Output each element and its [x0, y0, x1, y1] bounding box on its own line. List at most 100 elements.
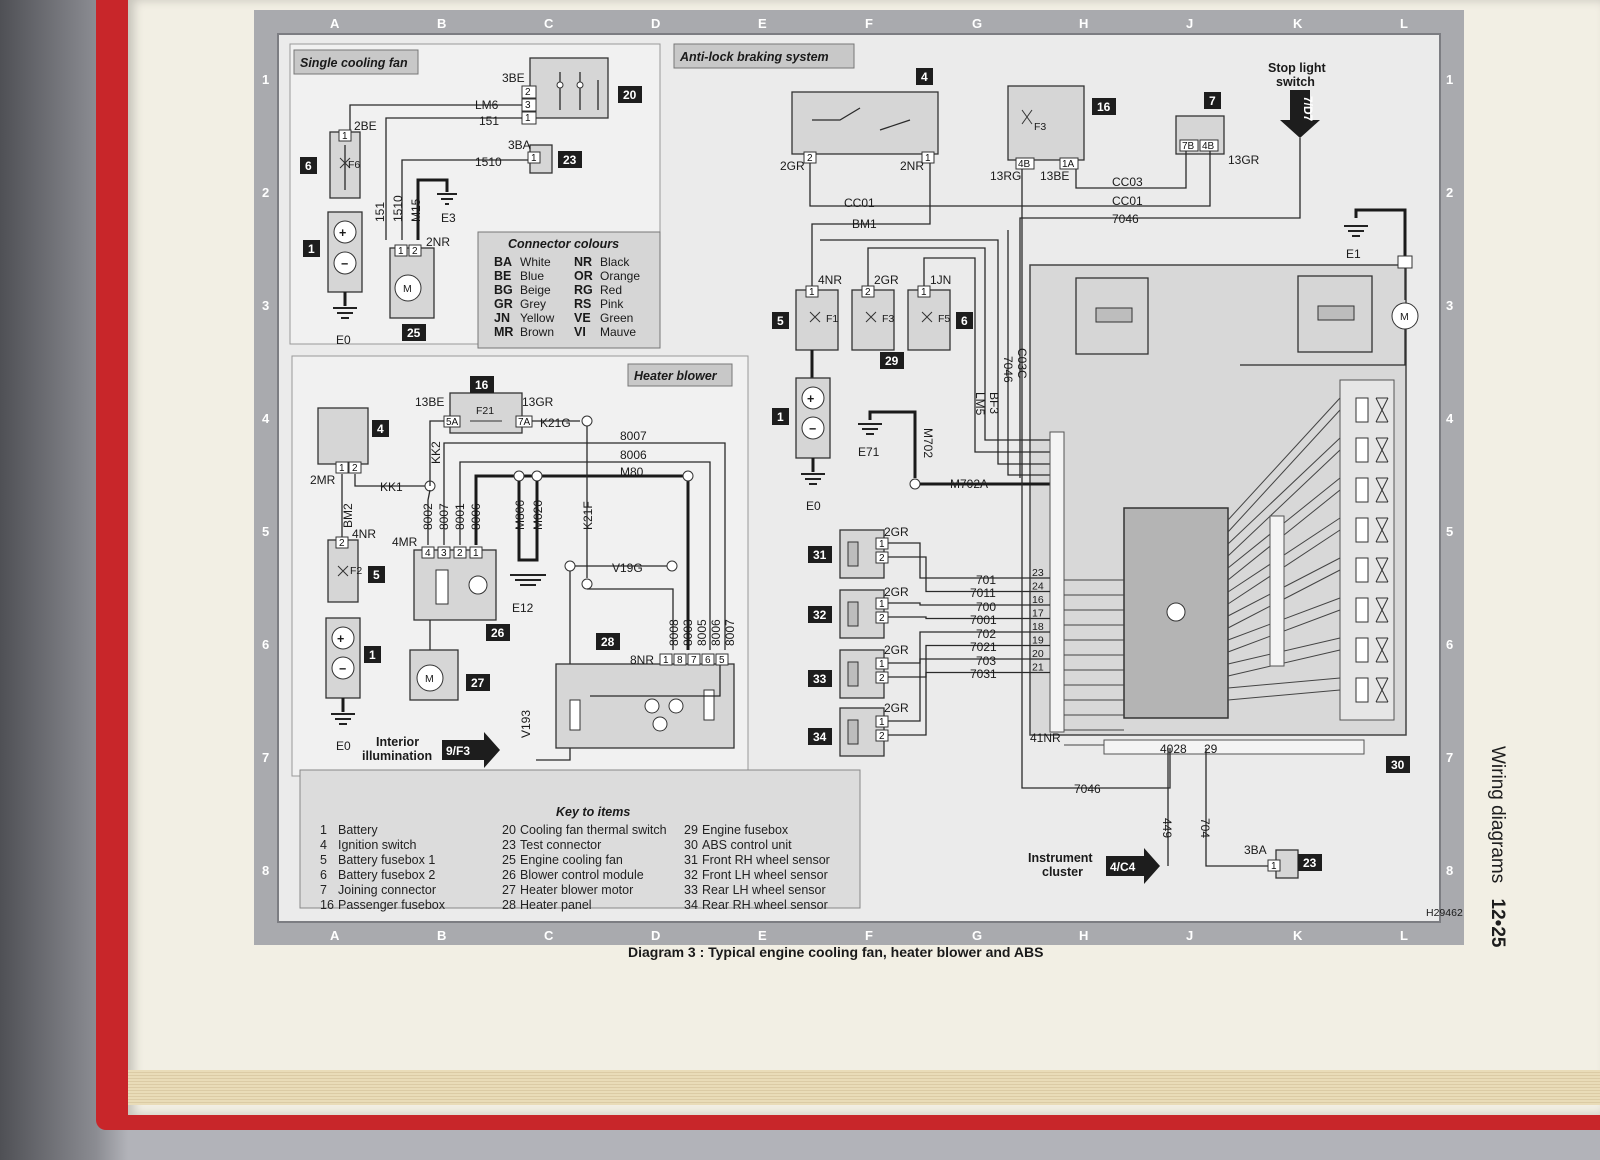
connector-label: 13BE — [415, 395, 444, 409]
key-number: 7 — [320, 883, 327, 897]
wire-7046 — [820, 239, 1050, 465]
key-name: Ignition switch — [338, 838, 417, 852]
internal-wire — [1227, 449, 1341, 557]
key-name: Joining connector — [338, 883, 436, 897]
wire-bm1 — [811, 163, 931, 290]
connector-label: 2GR — [780, 159, 805, 173]
valve-symbol — [1375, 557, 1389, 583]
svg-text:1: 1 — [925, 153, 931, 164]
wire-c03c — [1007, 230, 1050, 476]
svg-text:2GR: 2GR — [884, 643, 909, 657]
svg-text:8003: 8003 — [681, 619, 695, 646]
connector-label: 41NR — [1030, 731, 1061, 745]
svg-text:1: 1 — [809, 287, 815, 298]
grid-col-label: A — [330, 16, 340, 31]
stop-light-switch-ref: Stop light switch 7/D7 — [1268, 61, 1326, 138]
colour-name: Yellow — [520, 311, 555, 325]
wire-label-cc01: CC01 — [844, 196, 875, 210]
sensor-pin-number: 1 — [879, 659, 885, 670]
badge-1: 1 — [303, 240, 320, 257]
connector-label: 29 — [1204, 742, 1218, 756]
abs-valve-column — [1339, 379, 1395, 721]
section-title-heater: Heater blower — [627, 363, 733, 387]
earth-label-e1: E1 — [1346, 247, 1361, 261]
colour-code: NR — [574, 255, 592, 269]
svg-text:7031: 7031 — [970, 667, 997, 681]
sensor-wire — [888, 542, 1050, 579]
abs-ecu-module — [1123, 507, 1229, 719]
section-name: Wiring diagrams — [1487, 746, 1508, 884]
svg-text:6: 6 — [961, 314, 968, 328]
svg-text:7: 7 — [1209, 94, 1216, 108]
fuse-f6: 1 — [329, 129, 361, 199]
colour-code: JN — [494, 311, 510, 325]
svg-text:−: − — [809, 422, 816, 436]
internal-wire — [1227, 409, 1341, 533]
wire-7046-bottom — [1021, 478, 1171, 789]
wire-cc01 — [809, 151, 1211, 207]
earth-label-e0: E0 — [806, 499, 821, 513]
grid-col-label: D — [651, 928, 660, 943]
wire-label-449: 449 — [1160, 818, 1174, 838]
fuse-label: F6 — [348, 159, 360, 171]
valve-coil — [1355, 637, 1369, 663]
abs-pin-number: 16 — [1032, 594, 1044, 606]
fuse-label: F5 — [938, 313, 950, 325]
abs-earth-e1 — [1344, 208, 1413, 269]
badge-4-abs: 4 — [916, 68, 933, 85]
wire-label-kk1: KK1 — [380, 480, 403, 494]
abs-valves — [1355, 397, 1389, 703]
sensor-wire — [888, 644, 1050, 678]
sensor-coil — [847, 719, 859, 745]
colour-code: OR — [574, 269, 593, 283]
ignition-switch-4-left: 1 2 — [317, 407, 369, 474]
sensor-pin-number: 2 — [879, 553, 885, 564]
colour-name: Beige — [520, 283, 551, 297]
wire-151 — [385, 117, 522, 240]
key-name: Cooling fan thermal switch — [520, 823, 667, 837]
svg-text:20: 20 — [623, 88, 637, 102]
sensor-wire — [888, 671, 1050, 736]
sensor-connector-labels: 2GR 2GR 2GR 2GR — [884, 525, 909, 715]
badge-34: 34 — [808, 728, 832, 745]
badge-20: 20 — [618, 86, 642, 103]
grid-row-label: 2 — [1446, 185, 1453, 200]
grid-row-label: 1 — [262, 72, 269, 87]
svg-text:illumination: illumination — [362, 749, 432, 763]
key-name: ABS control unit — [702, 838, 792, 852]
valve-coil — [1355, 437, 1369, 463]
key-title: Key to items — [556, 805, 630, 819]
key-number: 5 — [320, 853, 327, 867]
svg-text:1: 1 — [525, 113, 531, 124]
wire-label-v193: V193 — [519, 710, 533, 738]
grid-row-label: 6 — [262, 637, 269, 652]
abs-pin-number: 18 — [1032, 621, 1044, 633]
svg-text:Interior: Interior — [376, 735, 419, 749]
grid-row-label: 5 — [262, 524, 269, 539]
wire-label-lm6: LM6 — [475, 98, 499, 112]
svg-text:1: 1 — [1271, 861, 1277, 872]
valve-coil — [1355, 677, 1369, 703]
svg-text:7A: 7A — [518, 417, 531, 428]
heater-blower-motor-27: M — [409, 620, 459, 701]
abs-solenoid-valve-right — [1297, 275, 1373, 353]
svg-text:M: M — [425, 673, 434, 685]
heater-panel-28: 1 8 7 6 5 — [555, 653, 735, 749]
wire-m80 — [474, 474, 690, 650]
sensor-pin-number: 2 — [879, 613, 885, 624]
connector-label: 4MR — [392, 535, 418, 549]
badge-31: 31 — [808, 546, 832, 563]
badge-23-abs: 23 — [1298, 854, 1322, 871]
grid-row-label: 7 — [1446, 750, 1453, 765]
wire-label-cc01: CC01 — [1112, 194, 1143, 208]
wire-bf3 — [867, 247, 1050, 441]
abs-solenoid-valve-left — [1075, 277, 1149, 355]
svg-text:cluster: cluster — [1042, 865, 1083, 879]
svg-text:−: − — [341, 257, 348, 271]
colour-code: GR — [494, 297, 513, 311]
svg-text:Instrument: Instrument — [1028, 851, 1093, 865]
svg-text:Heater blower: Heater blower — [634, 369, 718, 383]
sensor-coil — [847, 661, 859, 687]
connector-label: 2NR — [900, 159, 924, 173]
